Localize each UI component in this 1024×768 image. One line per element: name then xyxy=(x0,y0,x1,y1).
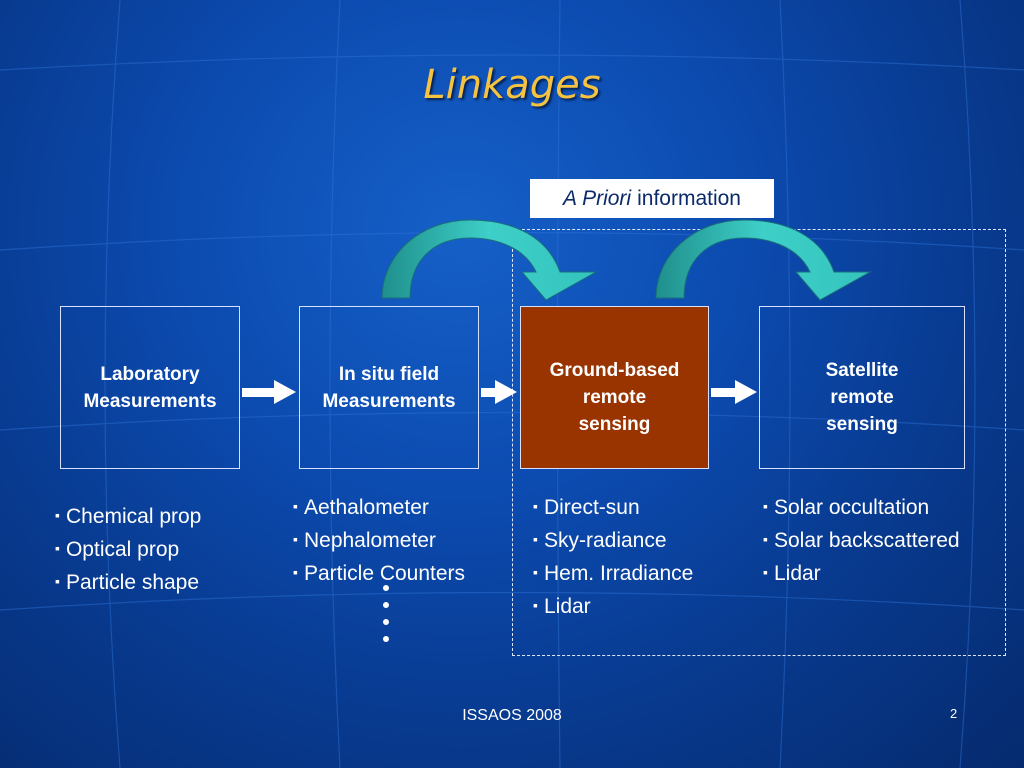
box-label-line: Ground-based xyxy=(549,360,680,381)
box-label-line: Measurements xyxy=(83,390,217,412)
ground-based-bullet-list: Direct-sun Sky-radiance Hem. Irradiance … xyxy=(533,492,693,624)
box-label-line: sensing xyxy=(826,414,898,435)
box-label-line: sensing xyxy=(578,414,651,435)
laboratory-bullet-list: Chemical prop Optical prop Particle shap… xyxy=(55,501,201,600)
ground-based-remote-sensing-box: Ground-based remote sensing xyxy=(520,306,709,469)
list-item: Sky-radiance xyxy=(533,525,693,558)
in-situ-bullet-list: Aethalometer Nephalometer Particle Count… xyxy=(293,492,465,591)
list-item: Solar occultation xyxy=(763,492,960,525)
footer-text: ISSAOS 2008 xyxy=(462,707,562,724)
a-priori-italic-text: A Priori xyxy=(563,186,632,210)
list-item: Hem. Irradiance xyxy=(533,558,693,591)
list-item: Aethalometer xyxy=(293,492,465,525)
list-item: Optical prop xyxy=(55,534,201,567)
list-item: Direct-sun xyxy=(533,492,693,525)
list-item: Lidar xyxy=(533,591,693,624)
satellite-bullet-list: Solar occultation Solar backscattered Li… xyxy=(763,492,960,591)
list-item: Chemical prop xyxy=(55,501,201,534)
arrow-lab-to-insitu-icon xyxy=(242,380,296,404)
a-priori-rest-text: information xyxy=(637,186,741,210)
curved-arrow-left-icon xyxy=(381,219,598,301)
box-label-line: In situ field xyxy=(338,363,440,385)
curved-arrow-right-icon xyxy=(655,219,872,301)
list-item: Particle Counters xyxy=(293,558,465,591)
continuation-dots-icon xyxy=(383,585,395,653)
arrow-ground-to-satellite-icon xyxy=(711,380,757,404)
box-label-line: remote xyxy=(582,387,647,408)
list-item: Solar backscattered xyxy=(763,525,960,558)
slide-title: Linkages xyxy=(423,62,601,108)
laboratory-measurements-box: Laboratory Measurements xyxy=(60,306,240,469)
a-priori-label: A Priori information xyxy=(530,179,774,218)
in-situ-field-measurements-box: In situ field Measurements xyxy=(299,306,479,469)
arrow-insitu-to-ground-icon xyxy=(481,380,517,404)
box-label-line: remote xyxy=(830,387,894,408)
list-item: Particle shape xyxy=(55,567,201,600)
box-label-line: Laboratory xyxy=(100,363,200,385)
list-item: Lidar xyxy=(763,558,960,591)
box-label-line: Satellite xyxy=(825,360,899,381)
list-item: Nephalometer xyxy=(293,525,465,558)
box-label-line: Measurements xyxy=(322,390,456,412)
page-number: 2 xyxy=(950,706,958,721)
satellite-remote-sensing-box: Satellite remote sensing xyxy=(759,306,965,469)
